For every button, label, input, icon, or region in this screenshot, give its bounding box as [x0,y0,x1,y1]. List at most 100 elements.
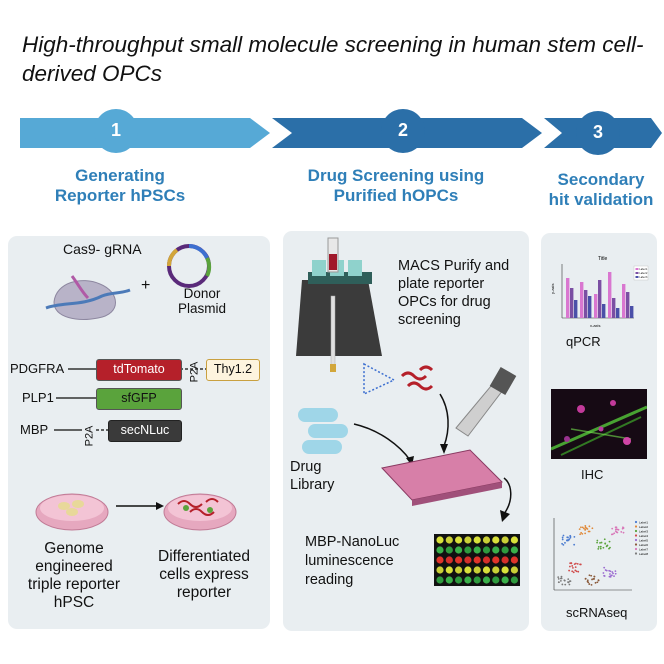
umap-point [611,527,614,530]
umap-point [596,541,598,544]
umap-point [580,531,583,534]
sfgfp-box: sfGFP [96,388,182,410]
umap-point [562,534,565,537]
umap-point [563,579,566,582]
umap-point [609,546,611,549]
mbp-label: MBP [20,422,49,437]
genome-line2: engineered [35,558,113,575]
umap-point [616,531,619,534]
plp1-label: PLP1 [22,390,54,405]
umap-legend-dot [634,538,638,542]
cas9-dna-icon [45,275,131,320]
diff-line1: Differentiated [158,548,250,565]
plate-well [473,536,481,544]
umap-point [570,562,573,564]
qpcr-bar [584,290,588,318]
mbp-line3: reading [305,572,354,588]
plus-sign: + [141,277,151,294]
umap-point [561,583,564,586]
genome-engineered-label: Genome engineered triple reporter hPSC [18,540,130,612]
umap-legend-label: Label2 [639,525,648,529]
umap-point [588,525,591,528]
umap-point [587,581,590,584]
culture-dishes-icon [35,493,237,531]
umap-point [579,563,581,566]
qpcr-bar [616,308,620,318]
donor-label-line2: Plasmid [177,301,226,316]
qpcr-bar [566,278,570,318]
diff-line3: reporter [176,584,232,601]
umap-point [561,542,563,545]
plate-well [473,576,481,584]
umap-point [590,584,593,586]
plate-well [510,546,518,554]
plate-well [501,556,509,564]
umap-point [596,539,599,542]
macs-column-icon [296,237,382,372]
umap-point [580,526,582,529]
umap-point [573,543,576,546]
umap-point [568,569,571,572]
umap-point [562,543,565,546]
umap-legend-dot [634,534,638,537]
tdtomato-box: tdTomato [96,359,182,381]
umap-legend-label: Label3 [639,529,648,533]
umap-point [602,546,605,549]
umap-point [592,578,595,580]
screening-plate-illustration [298,362,517,522]
umap-legend-label: Label5 [639,538,648,542]
umap-point [615,526,618,529]
plate-well [455,576,463,584]
umap-legend-label: Label6 [639,543,648,547]
plate-well [464,576,472,584]
step-3-number: 3 [592,122,603,142]
plate-well [473,546,481,554]
mbp-nanoluc-label: MBP-NanoLuc luminescence reading [305,533,399,590]
step-2-label-line2: Purified hOPCs [333,186,459,205]
umap-point [591,527,594,530]
plate-well [501,546,509,554]
plate-well [436,576,444,584]
umap-point [588,574,591,577]
umap-point [612,572,614,575]
plate-well [482,546,491,554]
plate-well [445,556,453,564]
ihc-image [551,389,647,459]
umap-point [613,575,615,578]
qpcr-legend-3: Label 3 [640,276,649,279]
umap-point [603,538,606,541]
scrnaseq-label: scRNAseq [566,605,628,620]
umap-point [597,546,600,548]
plate-well [455,536,463,544]
genome-line1: Genome [44,540,104,557]
umap-point [599,547,602,550]
umap-point [581,526,584,529]
umap-point [609,575,612,578]
umap-point [613,532,616,535]
umap-point [561,536,564,539]
plate-well [510,536,518,544]
umap-point [557,578,560,580]
qpcr-bar [598,280,602,318]
genome-line4: hPSC [53,594,95,611]
umap-point [584,577,587,580]
umap-point [602,572,605,574]
plate-well [464,546,472,554]
qpcr-ylabel: y-axis [550,284,555,294]
umap-point [586,528,589,530]
umap-point [597,579,600,582]
umap-point [572,566,574,569]
step-3-circle [576,111,620,155]
umap-legend-dot [634,520,638,524]
umap-point [603,575,606,577]
macs-line4: screening [398,312,461,328]
qpcr-chart-title: Title [598,256,607,262]
qpcr-bar [570,288,574,318]
step-1-number: 1 [110,120,121,140]
umap-legend-label: Label1 [639,520,648,524]
luminescence-plate-readout [434,534,520,586]
plate-well [510,556,518,564]
donor-plasmid-icon [167,244,212,288]
plate-well [436,546,444,554]
differentiated-label: Differentiated cells express reporter [140,548,268,602]
